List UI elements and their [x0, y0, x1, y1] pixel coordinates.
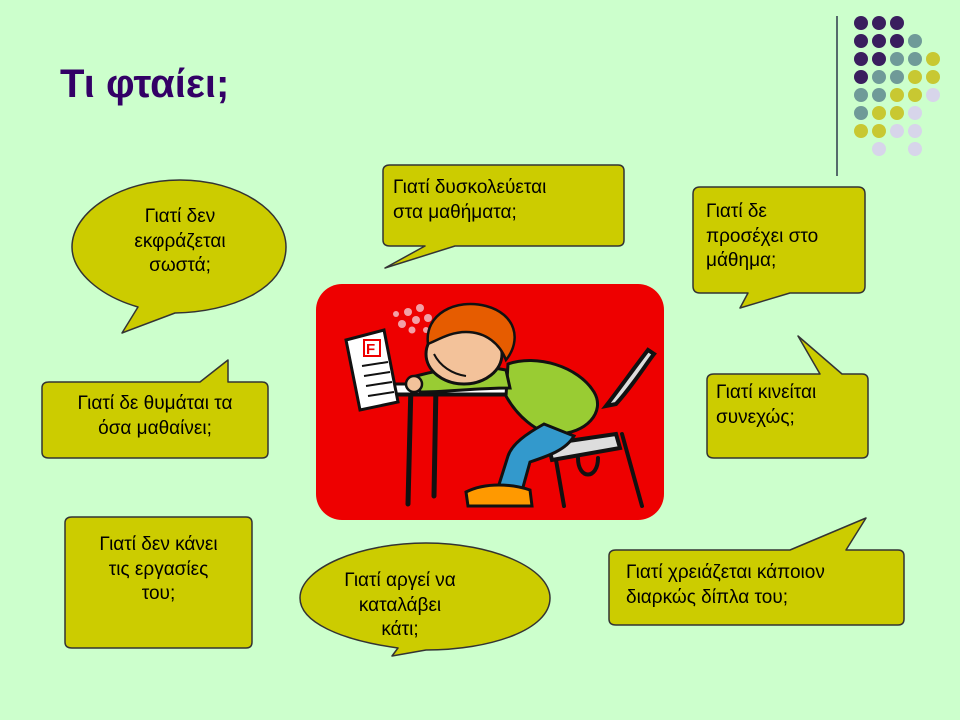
slide-title: Τι φταίει;: [60, 62, 230, 106]
decorative-dot: [890, 124, 904, 138]
decorative-dot: [854, 16, 868, 30]
decorative-vertical-line: [836, 16, 838, 176]
graded-paper-icon: F: [344, 328, 400, 412]
decorative-dot: [908, 88, 922, 102]
speech-bubble-express: [71, 179, 287, 334]
sleeping-student-illustration: F: [316, 284, 664, 520]
decorative-dot: [872, 16, 886, 30]
decorative-dot: [854, 52, 868, 66]
decorative-dot: [890, 52, 904, 66]
decorative-dot: [854, 106, 868, 120]
speech-bubble-attention: [692, 186, 866, 309]
bubble-text-attention: Γιατί δε προσέχει στο μάθημα;: [706, 201, 819, 272]
speech-bubble-moves: [706, 335, 869, 459]
decorative-dot: [872, 52, 886, 66]
decorative-dot: [872, 70, 886, 84]
bubble-text-moves: Γιατί κινείται συνεχώς;: [716, 382, 817, 428]
speech-bubble-difficulty: [382, 164, 625, 269]
decorative-dot: [926, 52, 940, 66]
decorative-dot: [872, 142, 886, 156]
decorative-dot: [890, 34, 904, 48]
decorative-dot: [890, 106, 904, 120]
speech-bubble-help: [608, 517, 905, 626]
decorative-dot: [890, 70, 904, 84]
decorative-dot: [872, 124, 886, 138]
decorative-dot: [908, 34, 922, 48]
svg-text:F: F: [366, 341, 375, 358]
decorative-dot: [872, 34, 886, 48]
bubble-text-remember: Γιατί δε θυμάται τα όσα μαθαίνει;: [77, 393, 233, 439]
decorative-dot: [908, 142, 922, 156]
speech-bubble-remember: [41, 359, 269, 459]
decorative-dot: [908, 70, 922, 84]
decorative-dot: [872, 106, 886, 120]
bubble-text-homework: Γιατί δεν κάνει τις εργασίες του;: [99, 534, 218, 605]
speech-bubble-homework: [64, 516, 253, 649]
decorative-dot: [854, 88, 868, 102]
decorative-dot: [872, 88, 886, 102]
decorative-dot: [890, 88, 904, 102]
decorative-dot: [854, 124, 868, 138]
speech-bubble-slow: [299, 542, 551, 657]
decorative-dot: [908, 52, 922, 66]
bubble-text-difficulty: Γιατί δυσκολεύεται στα μαθήματα;: [393, 177, 547, 223]
bubble-text-express: Γιατί δεν εκφράζεται σωστά;: [134, 206, 226, 277]
decorative-dot: [854, 34, 868, 48]
decorative-dot: [926, 88, 940, 102]
decorative-dot: [908, 124, 922, 138]
thought-dots-icon: [393, 304, 432, 334]
bubble-text-slow: Γιατί αργεί να καταλάβει κάτι;: [344, 570, 456, 641]
decorative-dot: [926, 70, 940, 84]
bubble-text-help: Γιατί χρειάζεται κάποιον διαρκώς δίπλα τ…: [626, 562, 825, 608]
decorative-dot: [854, 70, 868, 84]
decorative-dot: [890, 16, 904, 30]
decorative-dot: [908, 106, 922, 120]
